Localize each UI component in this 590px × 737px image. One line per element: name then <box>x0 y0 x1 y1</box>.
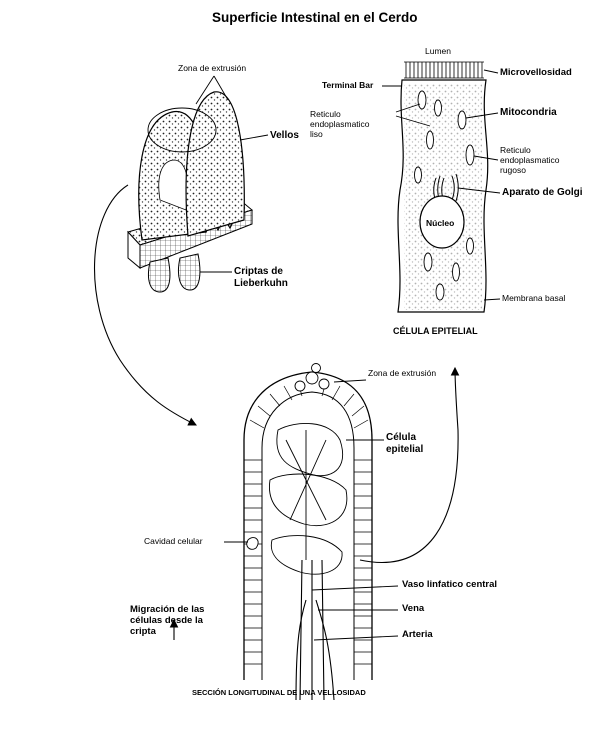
villi-block-drawing <box>127 75 269 293</box>
label-cell-cavity: Cavidad celular <box>144 536 203 546</box>
migration-return-arrow <box>359 366 460 563</box>
label-rough-er: Reticulo endoplasmatico rugoso <box>500 145 560 175</box>
label-vein: Vena <box>402 603 425 614</box>
label-crypts: Criptas de Lieberkuhn <box>234 266 288 289</box>
longitudinal-section-drawing <box>224 363 399 701</box>
label-epithelial-cell: Célula epitelial <box>386 432 424 455</box>
label-mitochondria: Mitocondria <box>500 107 557 118</box>
label-smooth-er: Reticulo endoplasmatico liso <box>310 109 370 139</box>
diagram-title: Superficie Intestinal en el Cerdo <box>212 10 418 25</box>
label-nucleus: Núcleo <box>426 218 455 228</box>
label-extrusion-zone-villi: Zona de extrusión <box>178 63 247 73</box>
label-golgi: Aparato de Golgi <box>502 187 583 198</box>
caption-longitudinal-section: SECCIÓN LONGITUDINAL DE UNA VELLOSIDAD <box>192 688 366 697</box>
label-lumen: Lumen <box>425 46 451 56</box>
villus-to-section-arrow <box>93 184 197 426</box>
label-artery: Arteria <box>402 629 433 640</box>
label-microvilli: Microvellosidad <box>500 67 572 78</box>
label-basal-membrane: Membrana basal <box>502 293 566 303</box>
label-lymphatic-vessel: Vaso linfatico central <box>402 579 498 590</box>
label-extrusion-zone-section: Zona de extrusión <box>368 368 437 378</box>
label-migration: Migración de las células desde la cripta <box>130 604 205 637</box>
caption-epithelial-cell: CÉLULA EPITELIAL <box>393 326 478 336</box>
label-terminal-bar: Terminal Bar <box>322 80 374 90</box>
label-villi: Vellos <box>270 130 299 141</box>
epithelial-cell-drawing <box>382 61 501 313</box>
